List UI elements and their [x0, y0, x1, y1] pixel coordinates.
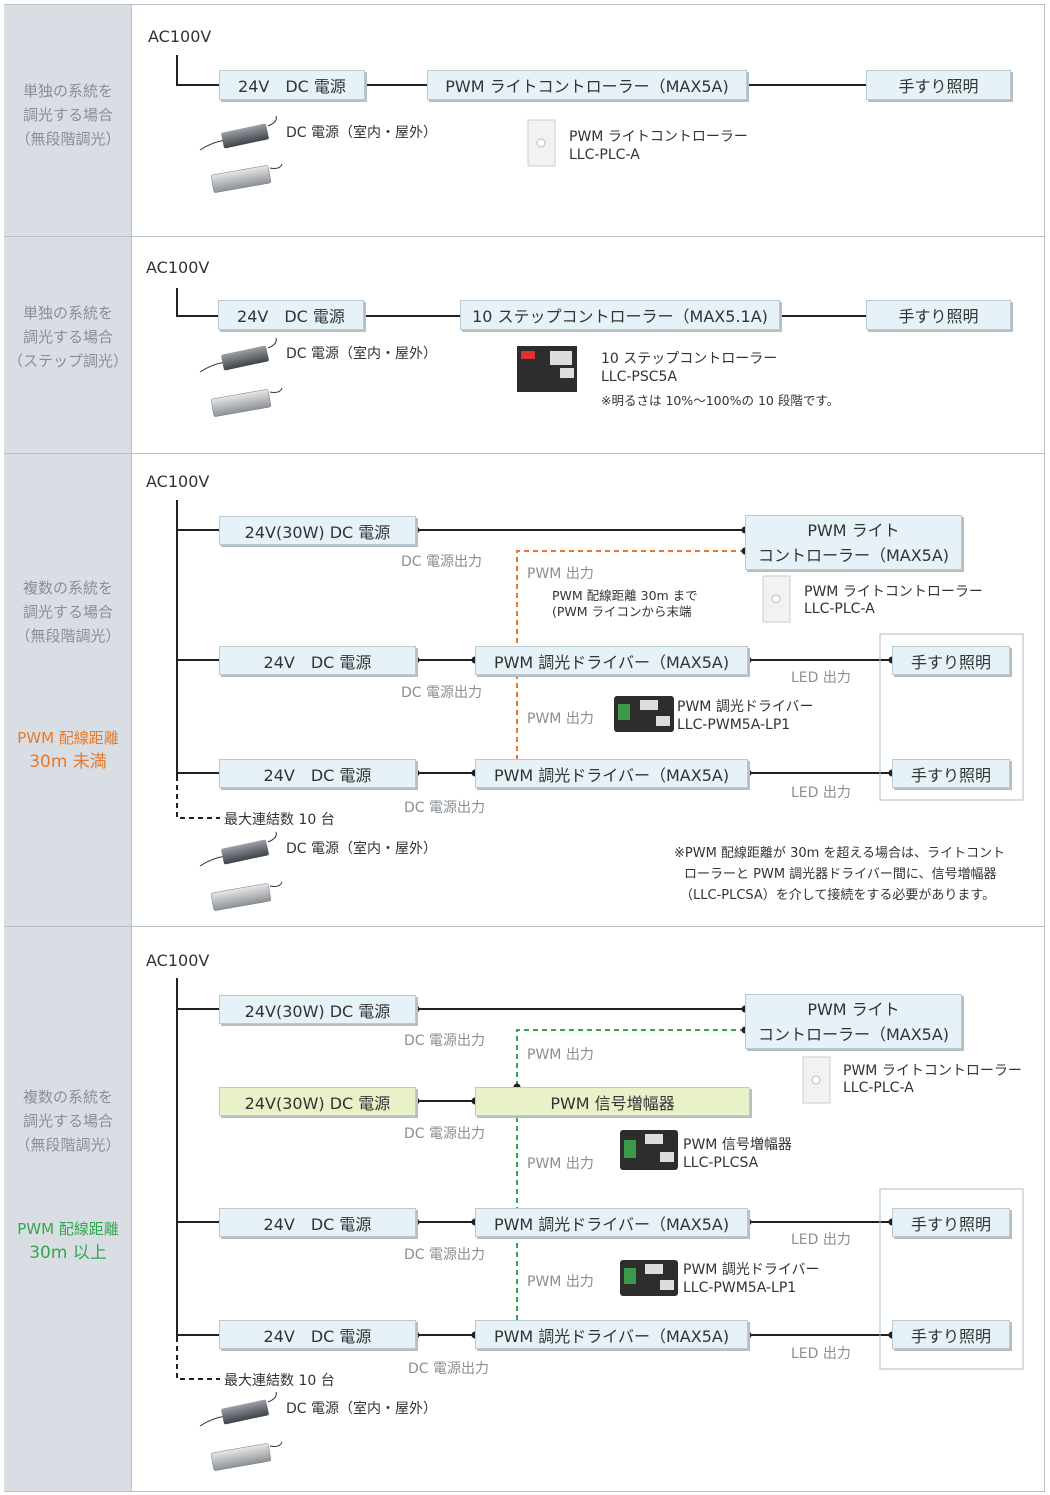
- dc-power-note: DC 電源（室内・屋外）: [286, 841, 438, 857]
- device-model: LLC-PSC5A: [601, 369, 678, 385]
- distance-note: (PWM ライコンから末端: [552, 604, 692, 619]
- device-name: PWM 調光ドライバー: [683, 1262, 820, 1278]
- dc-power-note: DC 電源（室内・屋外）: [286, 346, 438, 362]
- pwm-output-label: PWM 出力: [527, 1156, 594, 1172]
- led-output-label: LED 出力: [791, 1232, 851, 1248]
- dc-power-supply-box: 24V DC 電源: [219, 1208, 416, 1237]
- device-name: PWM ライトコントローラー: [843, 1063, 1022, 1079]
- dc-power-supply-30w-box: 24V(30W) DC 電源: [219, 516, 416, 545]
- note-line: （LLC-PLCSA）を介して接続をする必要があります。: [680, 888, 996, 903]
- side-label-line: 単独の系統を: [22, 82, 113, 100]
- dc-power-note: DC 電源（室内・屋外）: [286, 1401, 438, 1417]
- dc-power-supply-box: 24V DC 電源: [219, 70, 365, 100]
- dc-output-label: DC 電源出力: [401, 685, 483, 701]
- led-output-label: LED 出力: [791, 670, 851, 686]
- handrail-light-box: 手すり照明: [892, 759, 1010, 788]
- side-label-line: 単独の系統を: [22, 304, 113, 322]
- side-label-line: （ステップ調光）: [7, 352, 128, 370]
- side-label-line: （無段階調光）: [15, 1136, 121, 1154]
- step-controller-box: 10 ステップコントローラー（MAX5.1A): [460, 300, 780, 330]
- amplifier-note: ※PWM 配線距離が 30m を超える場合は、ライトコント ローラーと PWM …: [674, 843, 1005, 906]
- side-panel-2: 単独の系統を 調光する場合 （ステップ調光）: [4, 237, 132, 453]
- handrail-light-box: 手すり照明: [866, 300, 1011, 330]
- max-connection-label: 最大連結数 10 台: [224, 1373, 335, 1389]
- side-label-line: 複数の系統を: [22, 1088, 113, 1106]
- led-output-label: LED 出力: [791, 1346, 851, 1362]
- device-model: LLC-PLC-A: [569, 147, 640, 163]
- dc-power-supply-box: 24V DC 電源: [218, 300, 364, 330]
- device-name: PWM 信号増幅器: [683, 1137, 792, 1153]
- pwm-output-label: PWM 出力: [527, 711, 594, 727]
- controller-label-line: PWM ライト: [807, 520, 900, 540]
- pwm-driver-box: PWM 調光ドライバー（MAX5A): [475, 1320, 748, 1349]
- dc-output-label: DC 電源出力: [404, 1247, 486, 1263]
- controller-label-line: コントローラー（MAX5A): [757, 1024, 950, 1044]
- dc-power-supply-30w-box: 24V(30W) DC 電源: [219, 995, 416, 1024]
- dc-power-note: DC 電源（室内・屋外）: [286, 125, 438, 141]
- pwm-output-label: PWM 出力: [527, 1274, 594, 1290]
- side-label-line: （無段階調光）: [15, 627, 121, 645]
- accent-label: 30m 未満: [29, 752, 107, 772]
- device-model: LLC-PLCSA: [683, 1155, 759, 1171]
- pwm-controller-box: PWM ライト コントローラー（MAX5A): [745, 994, 962, 1049]
- pwm-output-label: PWM 出力: [527, 566, 594, 582]
- pwm-controller-box: PWM ライト コントローラー（MAX5A): [745, 515, 962, 570]
- device-name: PWM ライトコントローラー: [804, 584, 983, 600]
- ac-label: AC100V: [146, 472, 210, 491]
- pwm-driver-box: PWM 調光ドライバー（MAX5A): [475, 759, 748, 788]
- side-panel-3: 複数の系統を 調光する場合 （無段階調光） PWM 配線距離 30m 未満: [4, 454, 132, 926]
- note-line: ローラーと PWM 調光器ドライバー間に、信号増幅器: [684, 867, 997, 882]
- max-connection-label: 最大連結数 10 台: [224, 812, 335, 828]
- dc-output-label: DC 電源出力: [401, 554, 483, 570]
- side-label-line: 調光する場合: [22, 603, 113, 621]
- dc-power-supply-box: 24V DC 電源: [219, 759, 416, 788]
- device-name: PWM 調光ドライバー: [677, 699, 814, 715]
- side-label-line: 調光する場合: [22, 106, 113, 124]
- device-model: LLC-PWM5A-LP1: [677, 717, 791, 733]
- device-name: 10 ステップコントローラー: [601, 351, 778, 367]
- dc-output-label: DC 電源出力: [404, 800, 486, 816]
- device-model: LLC-PLC-A: [843, 1080, 914, 1096]
- side-panel-4: 複数の系統を 調光する場合 （無段階調光） PWM 配線距離 30m 以上: [4, 927, 132, 1491]
- pwm-amplifier-box: PWM 信号増幅器: [475, 1087, 750, 1116]
- ac-label: AC100V: [146, 951, 210, 970]
- controller-label-line: PWM ライト: [807, 999, 900, 1019]
- side-label-line: （無段階調光）: [15, 130, 121, 148]
- side-label-line: 調光する場合: [22, 328, 113, 346]
- dc-power-supply-box: 24V DC 電源: [219, 646, 416, 675]
- handrail-light-box: 手すり照明: [892, 1320, 1010, 1349]
- side-label-line: 複数の系統を: [22, 579, 113, 597]
- dc-power-supply-box: 24V DC 電源: [219, 1320, 416, 1349]
- side-panel-1: 単独の系統を 調光する場合 （無段階調光）: [4, 5, 132, 236]
- accent-label: PWM 配線距離: [17, 1220, 119, 1238]
- device-model: LLC-PLC-A: [804, 601, 875, 617]
- dc-output-label: DC 電源出力: [408, 1361, 490, 1377]
- device-model: LLC-PWM5A-LP1: [683, 1280, 797, 1296]
- device-note: ※明るさは 10%～100%の 10 段階です。: [601, 393, 840, 408]
- handrail-light-box: 手すり照明: [892, 1208, 1010, 1237]
- note-line: ※PWM 配線距離が 30m を超える場合は、ライトコント: [674, 846, 1006, 861]
- ac-label: AC100V: [146, 258, 210, 277]
- dc-output-label: DC 電源出力: [404, 1033, 486, 1049]
- accent-label: PWM 配線距離: [17, 729, 119, 747]
- dc-output-label: DC 電源出力: [404, 1126, 486, 1142]
- pwm-driver-box: PWM 調光ドライバー（MAX5A): [475, 1208, 748, 1237]
- pwm-driver-box: PWM 調光ドライバー（MAX5A): [475, 646, 748, 675]
- ac-label: AC100V: [148, 27, 212, 46]
- controller-label-line: コントローラー（MAX5A): [757, 545, 950, 565]
- led-output-label: LED 出力: [791, 785, 851, 801]
- pwm-controller-box: PWM ライトコントローラー（MAX5A): [427, 70, 747, 100]
- accent-label: 30m 以上: [29, 1243, 107, 1263]
- pwm-output-label: PWM 出力: [527, 1047, 594, 1063]
- dc-power-supply-30w-box: 24V(30W) DC 電源: [219, 1087, 416, 1116]
- distance-note: PWM 配線距離 30m まで: [552, 588, 698, 603]
- device-name: PWM ライトコントローラー: [569, 129, 748, 145]
- handrail-light-box: 手すり照明: [866, 70, 1011, 100]
- side-label-line: 調光する場合: [22, 1112, 113, 1130]
- handrail-light-box: 手すり照明: [892, 646, 1010, 675]
